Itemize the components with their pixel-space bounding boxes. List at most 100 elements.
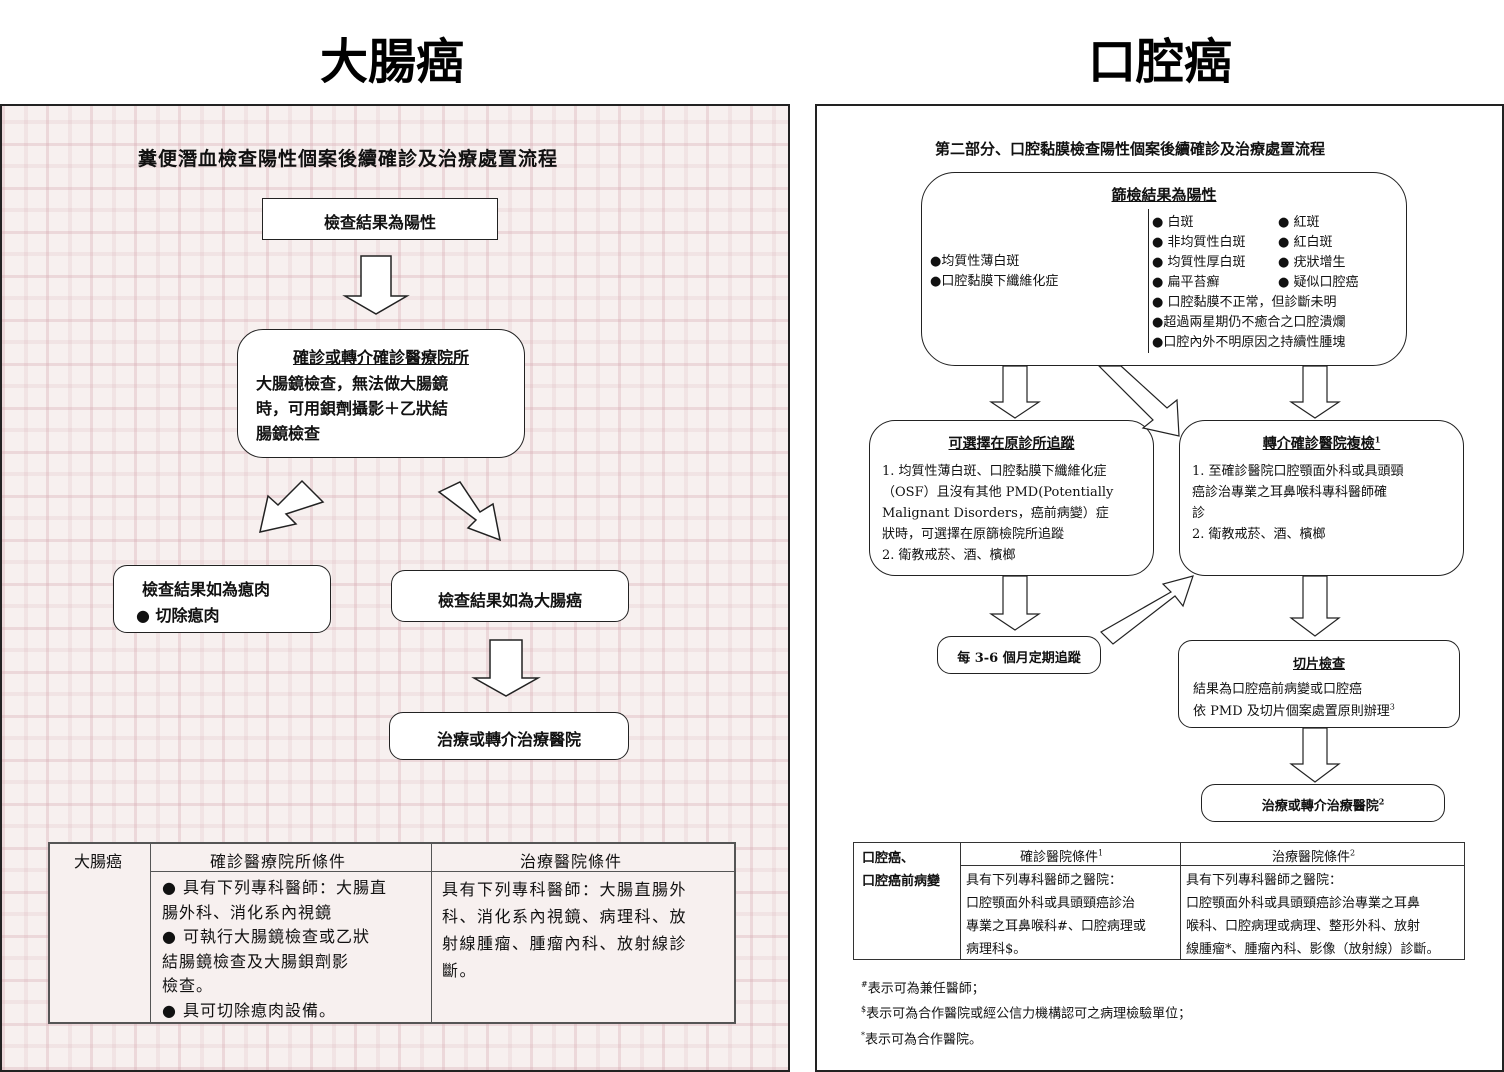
table-cell-line: 喉科、口腔病理或病理、整形外科、放射 <box>1186 919 1421 934</box>
oral-followup-list: 1. 均質性薄白斑、口腔黏膜下纖維化症 （OSF）且沒有其他 PMD(Poten… <box>882 461 1113 566</box>
oral-periodic-followup-box: 每 3-6 個月定期追蹤 <box>937 636 1101 674</box>
oral-followup-line: （OSF）且沒有其他 PMD(Potentially <box>882 485 1114 500</box>
colorectal-cancer-result-box: 檢查結果如為大腸癌 <box>391 570 629 622</box>
oral-referral-line: 診 <box>1192 506 1206 521</box>
down-arrow-icon <box>1289 575 1341 637</box>
table-cell-line: 科、消化系內視鏡、病理科、放 <box>442 907 688 926</box>
oral-periodic-followup-label: 每 3-6 個月定期追蹤 <box>957 651 1081 666</box>
oral-positive-right-list-b: ● 紅斑 ● 紅白斑 ● 疣狀增生 ● 疑似口腔癌 <box>1278 213 1358 293</box>
oral-positive-item: ●均質性薄白斑 <box>930 254 1020 269</box>
table-cell-line: 結腸鏡檢查及大腸鋇劑影 <box>162 951 350 971</box>
down-arrow-icon <box>342 255 410 315</box>
table-cell-treatment-conditions: 具有下列專科醫師：大腸直腸外 科、消化系內視鏡、病理科、放 射線腫瘤、腫瘤內科、… <box>442 876 687 984</box>
table-row-header: 口腔癌、 <box>862 851 915 866</box>
oral-biopsy-line-2: 依 PMD 及切片個案處置原則辦理3 <box>1193 700 1395 719</box>
oral-positive-right-list-a: ● 白斑 ● 非均質性白斑 ● 均質性厚白斑 ● 扁平苔癬 <box>1152 213 1245 293</box>
oral-flow-title: 第二部分、口腔黏膜檢查陽性個案後續確診及治療處置流程 <box>935 140 1326 158</box>
colorectal-diagnosis-box: 確診或轉介確診醫療院所 大腸鏡檢查，無法做大腸鏡 時，可用鋇劑攝影＋乙狀結 腸鏡… <box>237 329 525 458</box>
table-cell-line: 斷。 <box>442 961 478 980</box>
table-cell-line: 腸外科、消化系內視鏡 <box>162 902 333 922</box>
down-arrow-icon <box>471 639 541 697</box>
down-arrow-icon <box>989 575 1041 631</box>
oral-followup-line: Malignant Disorders，癌前病變）症 <box>882 506 1109 521</box>
table-row-header: 大腸癌 <box>74 852 123 871</box>
table-col-header-sup: 1 <box>1098 848 1104 858</box>
oral-positive-box: 篩檢結果為陽性 ●均質性薄白斑 ●口腔黏膜下纖維化症 ● 白斑 ● 非均質性白斑… <box>921 172 1407 366</box>
colorectal-positive-label: 檢查結果為陽性 <box>323 213 436 232</box>
colorectal-arrows <box>259 255 541 697</box>
oral-flowchart-panel: 第二部分、口腔黏膜檢查陽性個案後續確診及治療處置流程 篩檢結果為陽性 ●均質性薄… <box>815 104 1504 1072</box>
oral-biopsy-heading: 切片檢查 <box>1292 657 1345 672</box>
table-divider <box>960 865 1464 866</box>
table-cell-line: 具有下列專科醫師：大腸直腸外 <box>442 880 688 899</box>
table-cell-line: ● 具有下列專科醫師：大腸直 <box>162 878 388 897</box>
colorectal-diagnosis-heading: 確診或轉介確診醫療院所 <box>292 348 469 367</box>
oral-treatment-box: 治療或轉介治療醫院2 <box>1201 784 1445 822</box>
table-col-header-sup: 2 <box>1350 848 1356 858</box>
down-arrow-icon <box>989 365 1041 419</box>
oral-referral-line: 2. 衛教戒菸、酒、檳榔 <box>1192 527 1326 542</box>
table-divider <box>431 844 432 1022</box>
oral-treatment-sup: 2 <box>1378 796 1385 807</box>
colorectal-positive-box: 檢查結果為陽性 <box>262 198 498 240</box>
colorectal-diagnosis-line: 腸鏡檢查 <box>256 424 321 443</box>
colorectal-cancer-result-label: 檢查結果如為大腸癌 <box>437 591 582 610</box>
oral-positive-item: ● 口腔黏膜不正常，但診斷未明 <box>1152 295 1337 310</box>
oral-positive-item: ● 疣狀增生 <box>1278 255 1346 270</box>
oral-biopsy-line: 依 PMD 及切片個案處置原則辦理 <box>1193 704 1390 719</box>
oral-positive-item: ●口腔內外不明原因之持續性腫塊 <box>1152 335 1346 350</box>
oral-followup-heading: 可選擇在原診所追蹤 <box>948 436 1075 452</box>
colorectal-flowchart-panel: 糞便潛血檢查陽性個案後續確診及治療處置流程 檢查結果為陽性 確診或轉介確診醫療院… <box>0 104 790 1072</box>
down-arrow-icon <box>1289 365 1341 419</box>
table-divider <box>960 843 961 959</box>
oral-biopsy-sup: 3 <box>1389 702 1395 712</box>
oral-referral-line: 癌診治專業之耳鼻喉科專科醫師確 <box>1192 485 1388 500</box>
oral-positive-divider <box>1148 209 1149 353</box>
oral-referral-heading-text: 轉介確診醫院複檢 <box>1262 436 1375 452</box>
colorectal-treatment-box: 治療或轉介治療醫院 <box>389 712 629 760</box>
oral-positive-item: ● 均質性厚白斑 <box>1152 255 1246 270</box>
footnote-mark: * <box>861 1030 865 1040</box>
table-divider <box>150 871 734 872</box>
table-cell-line: 口腔顎面外科或具頭頸癌診治專業之耳鼻 <box>1186 896 1421 911</box>
table-col-header-text: 治療醫院條件 <box>1272 850 1351 865</box>
oral-positive-left-list: ●均質性薄白斑 ●口腔黏膜下纖維化症 <box>930 252 1058 292</box>
oral-treatment-label: 治療或轉介治療醫院2 <box>1202 795 1444 814</box>
oral-positive-item: ● 紅白斑 <box>1278 235 1333 250</box>
oral-positive-item: ● 白斑 <box>1152 215 1194 230</box>
colorectal-diagnosis-line: 大腸鏡檢查，無法做大腸鏡 <box>256 374 449 393</box>
colorectal-polyp-heading: 檢查結果如為瘜肉 <box>142 580 271 599</box>
oral-followup-line: 2. 衛教戒菸、酒、檳榔 <box>882 548 1016 563</box>
table-col-header: 治療醫院條件 <box>520 852 623 871</box>
table-divider <box>1180 843 1181 959</box>
footnote-text: 表示可為兼任醫師； <box>867 981 985 997</box>
oral-referral-heading: 轉介確診醫院複檢1 <box>1180 433 1463 453</box>
table-cell-diagnosis-conditions: 具有下列專科醫師之醫院： 口腔顎面外科或具頭頸癌診治 專業之耳鼻喉科#、口腔病理… <box>966 869 1146 961</box>
oral-requirements-table: 口腔癌、 口腔癌前病變 確診醫院條件1 治療醫院條件2 具有下列專科醫師之醫院：… <box>853 842 1465 960</box>
table-cell-line: 射線腫瘤、腫瘤內科、放射線診 <box>442 934 688 953</box>
colorectal-requirements-table: 大腸癌 確診醫療院所條件 治療醫院條件 ● 具有下列專科醫師：大腸直 腸外科、消… <box>48 842 736 1024</box>
table-col-header: 治療醫院條件2 <box>1272 846 1355 865</box>
colorectal-polyp-item: ● 切除瘜肉 <box>136 606 220 625</box>
table-cell-line: 檢查。 <box>162 976 214 995</box>
colorectal-cancer-title: 大腸癌 <box>320 34 465 90</box>
footnote-mark: # <box>861 980 868 989</box>
down-left-arrow-icon <box>259 479 325 533</box>
diagonal-arrow-icon <box>1097 365 1180 437</box>
footnote: #表示可為兼任醫師； <box>861 974 1191 999</box>
footnote: *表示可為合作醫院。 <box>861 1025 1191 1050</box>
table-cell-line: 病理科$。 <box>966 942 1027 957</box>
table-divider <box>150 844 151 1022</box>
oral-positive-item: ● 非均質性白斑 <box>1152 235 1246 250</box>
footnote-text: 表示可為合作醫院。 <box>865 1031 983 1047</box>
footnote-text: 表示可為合作醫院或經公信力機構認可之病理檢驗單位； <box>866 1006 1192 1022</box>
footnote-mark: $ <box>861 1005 867 1015</box>
oral-treatment-label-text: 治療或轉介治療醫院 <box>1261 799 1379 814</box>
footnote: $表示可為合作醫院或經公信力機構認可之病理檢驗單位； <box>861 999 1191 1024</box>
down-right-arrow-icon <box>437 481 501 542</box>
table-cell-line: 具有下列專科醫師之醫院： <box>966 873 1123 888</box>
oral-followup-line: 狀時，可選擇在原篩檢院所追蹤 <box>882 527 1065 542</box>
oral-followup-box: 可選擇在原診所追蹤 1. 均質性薄白斑、口腔黏膜下纖維化症 （OSF）且沒有其他… <box>869 420 1154 576</box>
table-cell-treatment-conditions: 具有下列專科醫師之醫院： 口腔顎面外科或具頭頸癌診治專業之耳鼻 喉科、口腔病理或… <box>1186 869 1440 961</box>
oral-biopsy-box: 切片檢查 結果為口腔癌前病變或口腔癌 依 PMD 及切片個案處置原則辦理3 <box>1178 640 1460 728</box>
